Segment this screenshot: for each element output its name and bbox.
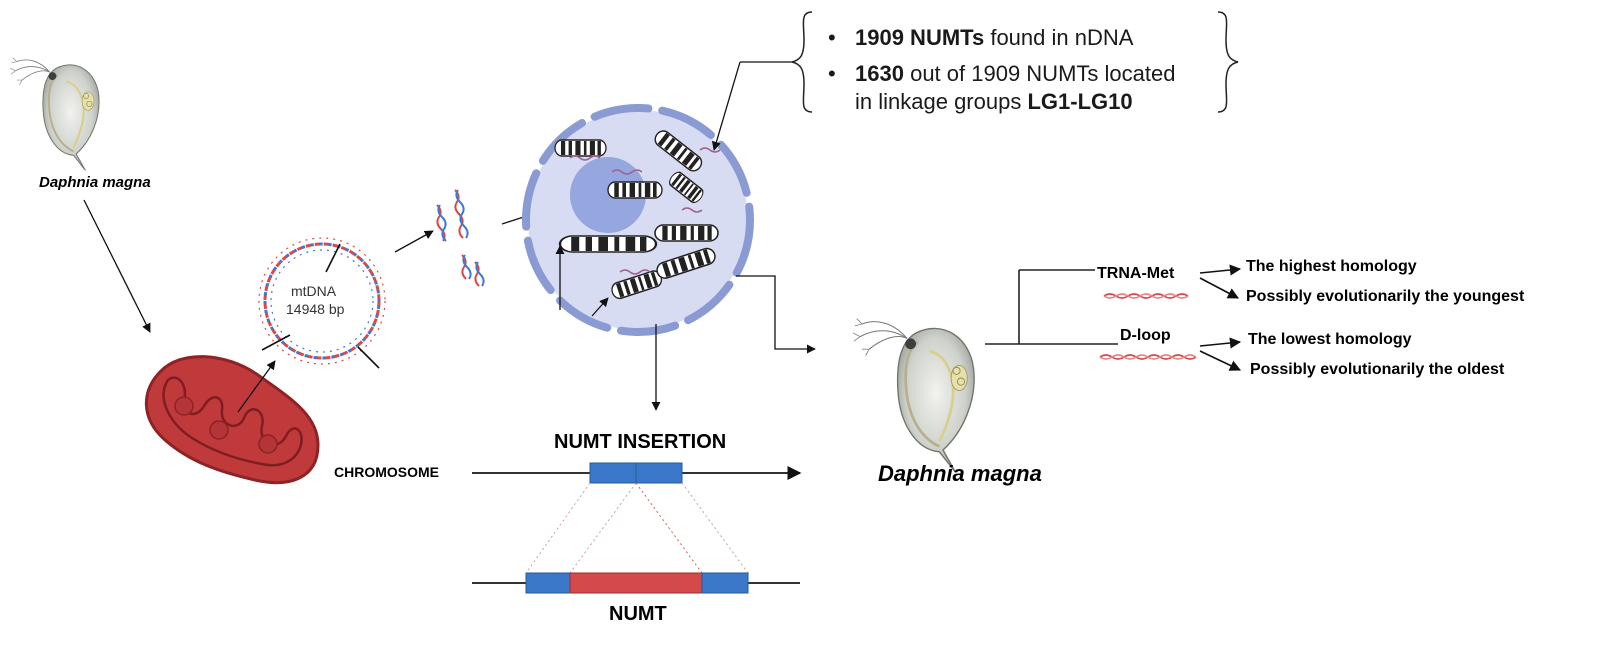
arrow-dloop-2: [1199, 350, 1242, 371]
right-brace: [1217, 11, 1239, 113]
finding-2-line2: in linkage groups LG1-LG10: [855, 89, 1133, 115]
mtdna-circle-icon: [258, 237, 386, 369]
flank-left: [525, 572, 571, 594]
finding-2-bold: 1630: [855, 61, 904, 86]
dna-fragment-icon: [436, 189, 485, 287]
nucleolus: [570, 157, 646, 233]
mitochondrion-icon: [144, 355, 320, 485]
numt-label: NUMT: [609, 603, 667, 625]
finding-1: 1909 NUMTs found in nDNA: [855, 25, 1133, 51]
flank-right: [701, 572, 749, 594]
bullet-icon: •: [828, 25, 836, 50]
arrow-to-daphnia: [736, 275, 816, 354]
numt-insertion-title: NUMT INSERTION: [554, 431, 727, 453]
arrow-nucleus-inner: [591, 297, 609, 317]
callout-line: [711, 61, 741, 151]
finding-1-bold: 1909 NUMTs: [855, 25, 985, 50]
cut-mark: [325, 243, 341, 273]
dloop-dna-icon: [1099, 354, 1197, 360]
daphnia-bottom-label: Daphnia magna: [878, 461, 1042, 486]
arrow-daphnia-to-mito: [83, 199, 151, 333]
arrow-dloop-1: [1199, 337, 1242, 349]
arrow-mtdna-to-fragments: [394, 230, 434, 253]
nucleus-icon: [522, 104, 754, 336]
trna-dna-icon: [1103, 293, 1189, 299]
daphnia-top-icon: [9, 56, 101, 172]
insertion-site-left: [589, 462, 637, 484]
trna-result-1: The highest homology: [1246, 258, 1417, 275]
finding-2-rest: out of 1909 NUMTs located: [910, 61, 1176, 86]
insertion-site-right: [635, 462, 683, 484]
mtdna-size: 14948 bp: [286, 301, 345, 317]
daphnia-top-label: Daphnia magna: [39, 174, 151, 191]
finding-2: 1630 out of 1909 NUMTs located: [855, 61, 1175, 87]
bullet-icon: •: [828, 61, 836, 86]
dloop-result-2: Possibly evolutionarily the oldest: [1250, 361, 1505, 378]
finding-2-line2-prefix: in linkage groups: [855, 89, 1022, 114]
daphnia-bottom-icon: [851, 317, 976, 474]
arrow-trna-1: [1199, 264, 1242, 276]
finding-2-line2-bold: LG1-LG10: [1027, 89, 1133, 114]
numt-segment: [569, 572, 703, 594]
cut-mark: [261, 334, 291, 351]
mtdna-name: mtDNA: [291, 283, 337, 299]
dloop-label: D-loop: [1120, 327, 1171, 344]
arrow-trna-2: [1199, 277, 1239, 299]
chromosome-label: CHROMOSOME: [334, 464, 439, 480]
dloop-result-1: The lowest homology: [1248, 331, 1412, 348]
cut-mark: [357, 346, 380, 369]
arrow-mito-to-mtdna: [237, 360, 276, 413]
finding-1-rest: found in nDNA: [990, 25, 1134, 50]
left-brace: [791, 11, 813, 113]
trna-result-2: Possibly evolutionarily the youngest: [1246, 288, 1525, 305]
trna-label: TRNA-Met: [1097, 265, 1175, 282]
